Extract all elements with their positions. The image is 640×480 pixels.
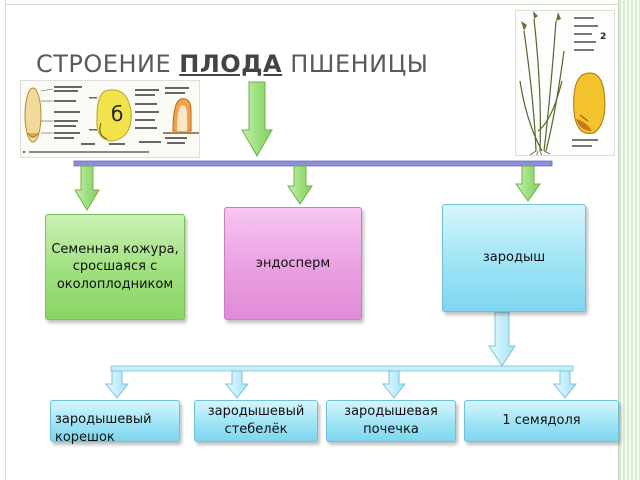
node-cotyledon-label: 1 семядоля bbox=[502, 413, 581, 429]
title-prefix: СТРОЕНИЕ bbox=[36, 50, 180, 78]
wheat-plant-image: 2 bbox=[515, 10, 615, 156]
arrow-germ-down bbox=[488, 311, 516, 367]
node-germ: зародыш bbox=[442, 204, 586, 312]
bottom-branch-bar bbox=[110, 365, 574, 372]
node-germ-stem-label: зародышевый стебелёк bbox=[207, 404, 305, 437]
seed-structure-image: б bbox=[20, 80, 200, 158]
node-germ-root: зародышевый корешок bbox=[50, 400, 180, 445]
arrow-to-germ bbox=[515, 165, 541, 202]
slide-frame-left bbox=[5, 0, 6, 480]
node-cotyledon: 1 семядоля bbox=[464, 400, 619, 442]
plant-figure-number: 2 bbox=[600, 32, 606, 42]
slide-title: СТРОЕНИЕ ПЛОДА ПШЕНИЦЫ bbox=[36, 50, 428, 78]
node-endosperm-label: эндосперм bbox=[255, 255, 331, 271]
node-germ-root-label: зародышевый корешок bbox=[55, 412, 152, 445]
node-germ-bud: зародышевая почечка bbox=[326, 400, 456, 442]
top-branch-bar bbox=[73, 160, 553, 167]
node-germ-bud-label: зародышевая почечка bbox=[344, 404, 438, 437]
main-down-arrow bbox=[241, 81, 273, 158]
node-endosperm: эндосперм bbox=[224, 207, 362, 320]
node-germ-stem: зародышевый стебелёк bbox=[194, 400, 318, 442]
arrow-to-stem bbox=[224, 370, 250, 399]
slide-frame-right bbox=[618, 0, 640, 480]
node-seed-coat-label: Семенная кожура, сросшаяся с околоплодни… bbox=[51, 241, 179, 292]
slide-frame-top bbox=[5, 4, 618, 5]
node-germ-label: зародыш bbox=[482, 250, 546, 266]
node-seed-coat: Семенная кожура, сросшаяся с околоплодни… bbox=[45, 214, 185, 320]
arrow-to-endosperm bbox=[287, 165, 313, 205]
seed-diagram-number: б bbox=[111, 102, 123, 126]
arrow-to-cotyledon bbox=[552, 370, 578, 399]
title-suffix: ПШЕНИЦЫ bbox=[282, 50, 429, 78]
title-highlight: ПЛОДА bbox=[179, 50, 283, 78]
arrow-to-coat bbox=[74, 165, 100, 211]
arrow-to-bud bbox=[381, 370, 407, 399]
arrow-to-root bbox=[104, 370, 130, 399]
